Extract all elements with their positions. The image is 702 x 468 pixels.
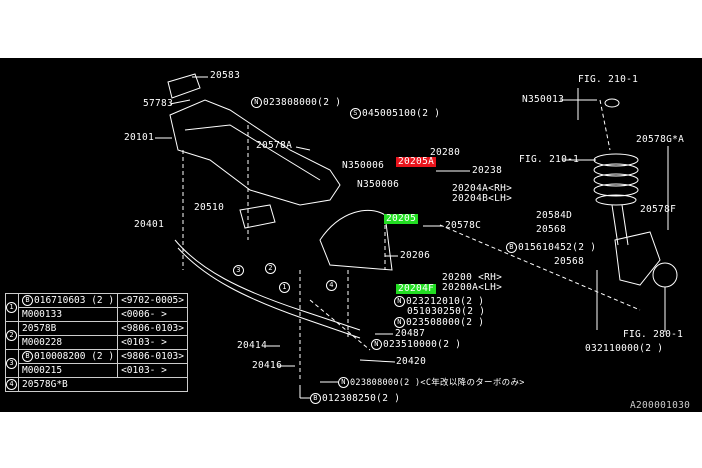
group-circle: 2 <box>6 330 17 341</box>
label-20401: 20401 <box>134 219 165 230</box>
ref-circle-4: 4 <box>326 280 337 291</box>
part-cell: 20578G*B <box>18 377 188 392</box>
range-cell: <9806-0103> <box>117 321 188 336</box>
strut-spring <box>593 98 639 246</box>
group-circle: 1 <box>6 302 17 313</box>
bracket-20510 <box>239 204 276 229</box>
label-20420: 20420 <box>396 356 427 367</box>
label-20414: 20414 <box>237 340 268 351</box>
lower-arm <box>319 209 393 271</box>
b-mark-icon: B <box>22 295 33 306</box>
label-57783: 57783 <box>143 98 174 109</box>
range-cell: <9702-0005> <box>117 293 188 308</box>
label-20205-highlighted[interactable]: 20205 <box>384 213 419 224</box>
part-cell: M000133 <box>17 307 119 322</box>
label-20578GA: 20578G*A <box>636 134 685 145</box>
range-cell: <9806-0103> <box>117 349 188 364</box>
part-number: 012308250(2 ) <box>322 393 401 404</box>
n-mark-icon: N <box>394 296 405 307</box>
label-20206: 20206 <box>400 250 431 261</box>
label-20578F: 20578F <box>640 204 677 215</box>
part-number: 023510000(2 ) <box>383 339 462 350</box>
part-cell: M000228 <box>17 335 119 350</box>
label-20487: 20487 <box>395 328 426 339</box>
part-number: 023808000(2 ) <box>263 97 342 108</box>
b-mark-icon: B <box>22 351 33 362</box>
label-20584D: 20584D <box>536 210 573 221</box>
label-n350006-b: N350006 <box>357 179 400 190</box>
group-circle: 3 <box>6 358 17 369</box>
label-20578A: 20578A <box>256 140 293 151</box>
label-20568-b: 20568 <box>554 256 585 267</box>
s-mark-icon: S <box>350 108 361 119</box>
label-20416: 20416 <box>252 360 283 371</box>
part-cell: 016710603 (2 ) <box>34 295 115 306</box>
label-032110000: 032110000(2 ) <box>585 343 664 354</box>
n-mark-icon: N <box>338 377 349 388</box>
range-cell: <0103- > <box>117 335 188 350</box>
label-20238: 20238 <box>472 165 503 176</box>
part-number: 023808000(2 )<C年改以降のターボのみ> <box>350 378 525 388</box>
diagram-id: A200001030 <box>630 400 691 411</box>
part-cell: 010008200 (2 ) <box>34 351 115 362</box>
label-20204A: 20204A<RH> <box>452 183 513 194</box>
label-fig210-top[interactable]: FIG. 210-1 <box>578 74 639 85</box>
n-mark-icon: N <box>251 97 262 108</box>
range-cell: <0006- > <box>117 307 188 322</box>
label-20205A-highlighted[interactable]: 20205A <box>396 156 437 167</box>
ref-circle-1: 1 <box>279 282 290 293</box>
label-20204B: 20204B<LH> <box>452 193 513 204</box>
ref-circle-2: 2 <box>265 263 276 274</box>
label-fig280[interactable]: FIG. 280-1 <box>623 329 684 340</box>
label-20568-a: 20568 <box>536 224 567 235</box>
b-mark-icon: B <box>506 242 517 253</box>
label-n350006-a: N350006 <box>342 160 385 171</box>
label-20200: 20200 <RH> <box>442 272 503 283</box>
table-row: M000133<0006- > <box>6 307 188 322</box>
label-20578C: 20578C <box>445 220 482 231</box>
label-20280: 20280 <box>430 147 461 158</box>
label-20583: 20583 <box>210 70 241 81</box>
label-20200A: 20200A<LH> <box>442 282 503 293</box>
part-number: 015610452(2 ) <box>518 242 597 253</box>
label-n350013: N350013 <box>522 94 565 105</box>
knuckle <box>614 231 661 286</box>
hub <box>652 262 678 288</box>
part-number: 045005100(2 ) <box>362 108 441 119</box>
part-cell: 20578B <box>17 321 119 336</box>
label-20204F-highlighted[interactable]: 20204F <box>396 283 437 294</box>
label-051030250: 051030250(2 ) <box>407 306 486 317</box>
part-number: 023212010(2 ) <box>406 296 485 307</box>
n-mark-icon: N <box>394 317 405 328</box>
bracket-20583 <box>167 73 201 99</box>
table-row: M000215<0103- > <box>6 363 188 378</box>
label-20101: 20101 <box>124 132 155 143</box>
n-mark-icon: N <box>371 339 382 350</box>
stabilizer-bar <box>174 239 361 339</box>
crossmember-20101 <box>169 99 341 206</box>
label-fig210-mid[interactable]: FIG. 210-1 <box>519 154 580 165</box>
b-mark-icon: B <box>310 393 321 404</box>
part-cell: M000215 <box>17 363 119 378</box>
part-number: 023508000(2 ) <box>406 317 485 328</box>
ref-circle-3: 3 <box>233 265 244 276</box>
table-row: M000228<0103- > <box>6 335 188 350</box>
label-20510: 20510 <box>194 202 225 213</box>
range-cell: <0103- > <box>117 363 188 378</box>
group-circle: 4 <box>6 379 17 390</box>
